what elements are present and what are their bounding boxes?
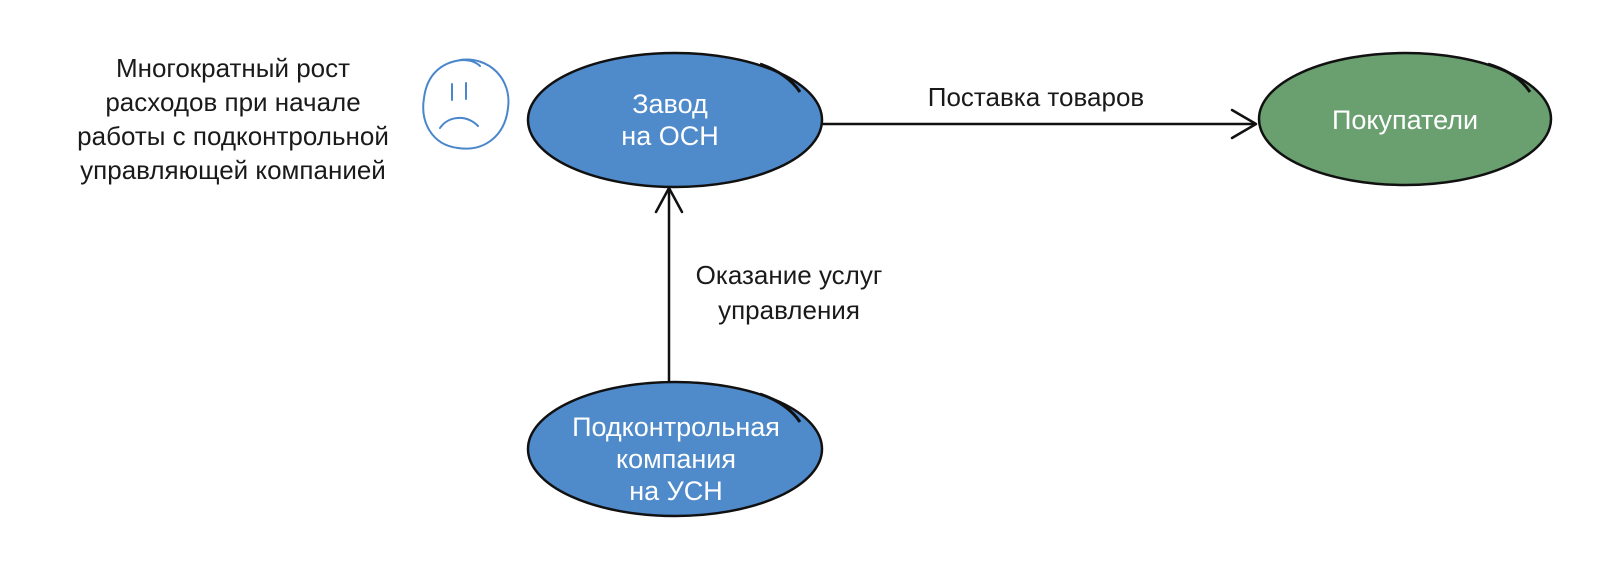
note-line-2: расходов при начале [105, 87, 360, 117]
controlled-company-label-line-2: компания [616, 444, 736, 474]
goods-supply-arrow [820, 108, 1258, 140]
management-services-arrow [654, 186, 684, 382]
node-buyers: Покупатели [1257, 51, 1553, 187]
management-services-label-line-2: управления [718, 295, 860, 325]
node-controlled-company: Подконтрольная компания на УСН [526, 380, 824, 518]
controlled-company-label-line-3: на УСН [629, 476, 723, 506]
goods-supply-label: Поставка товаров [928, 82, 1144, 112]
cost-growth-note: Многократный рост расходов при начале ра… [77, 53, 389, 185]
factory-label-line-1: Завод [632, 89, 708, 119]
sad-face-icon [422, 58, 510, 150]
node-factory: Завод на ОСН [526, 51, 824, 189]
note-line-1: Многократный рост [116, 53, 350, 83]
note-line-3: работы с подконтрольной [77, 121, 389, 151]
controlled-company-label-line-1: Подконтрольная [572, 412, 780, 442]
note-line-4: управляющей компанией [80, 155, 386, 185]
factory-label-line-2: на ОСН [621, 121, 718, 151]
management-services-label-line-1: Оказание услуг [696, 260, 883, 290]
buyers-label: Покупатели [1332, 105, 1478, 135]
